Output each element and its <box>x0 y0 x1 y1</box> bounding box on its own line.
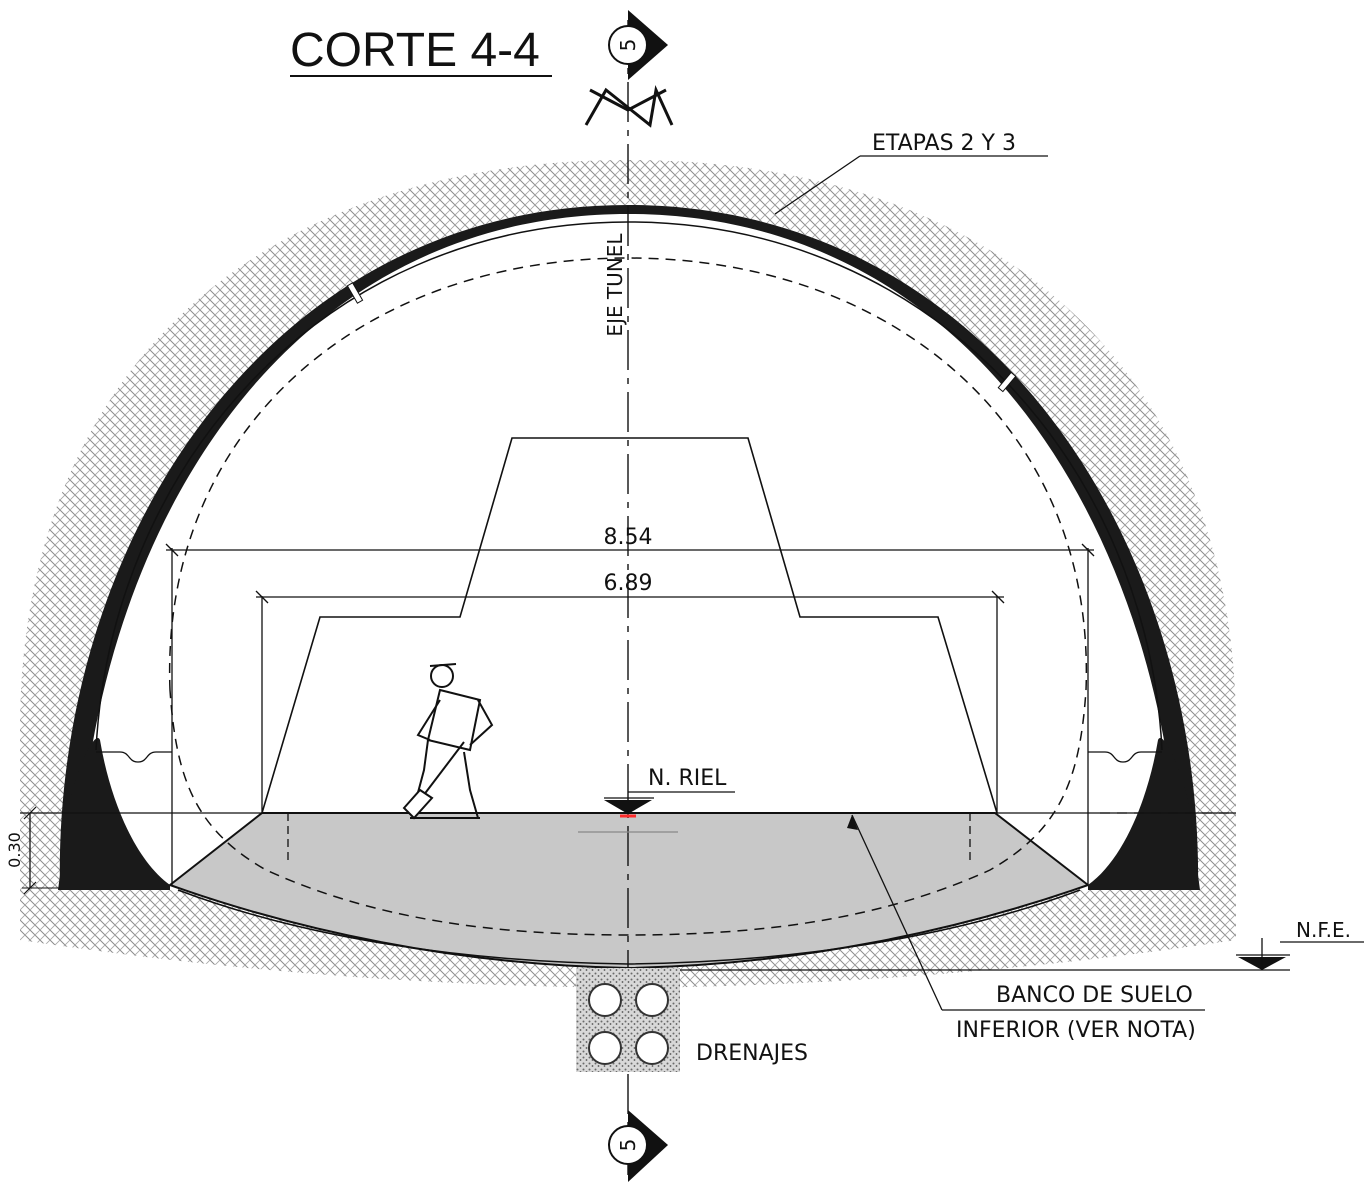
drawing-title: CORTE 4-4 <box>290 24 540 77</box>
left-footing <box>58 738 170 890</box>
side-dimension: 0.30 <box>5 806 60 895</box>
water-level-marker: N.F.E. <box>1200 918 1364 971</box>
rail-level-label: N. RIEL <box>648 766 727 791</box>
soil-bank-label-line2: INFERIOR (VER NOTA) <box>956 1018 1196 1043</box>
drains-label: DRENAJES <box>696 1041 808 1066</box>
section-marker-top: 5 <box>584 10 674 128</box>
dimension-8-54 <box>165 543 1095 557</box>
rolling-stock-envelope <box>261 437 998 814</box>
soil-bank-leader: BANCO DE SUELO INFERIOR (VER NOTA) <box>847 814 1205 1043</box>
section-marker-bottom: 5 <box>608 1110 668 1182</box>
etapas-leader: ETAPAS 2 Y 3 <box>774 131 1048 215</box>
section-marker-bottom-label: 5 <box>616 1139 640 1152</box>
water-level-label: N.F.E. <box>1296 918 1351 942</box>
etapas-label: ETAPAS 2 Y 3 <box>872 131 1016 156</box>
side-dimension-label: 0.30 <box>5 832 24 868</box>
drainage-block <box>576 968 680 1072</box>
dashed-excavation-circle <box>168 257 1088 936</box>
rail-level-marker: N. RIEL <box>604 766 735 814</box>
invert-slab <box>167 812 1091 970</box>
soil-bank-label-line1: BANCO DE SUELO <box>996 983 1193 1008</box>
section-marker-top-label: 5 <box>616 39 640 52</box>
axis-label: EJE TUNEL <box>603 233 627 337</box>
dimension-6-89 <box>255 590 1005 604</box>
right-footing <box>1088 738 1200 890</box>
worker-figure <box>402 663 494 820</box>
